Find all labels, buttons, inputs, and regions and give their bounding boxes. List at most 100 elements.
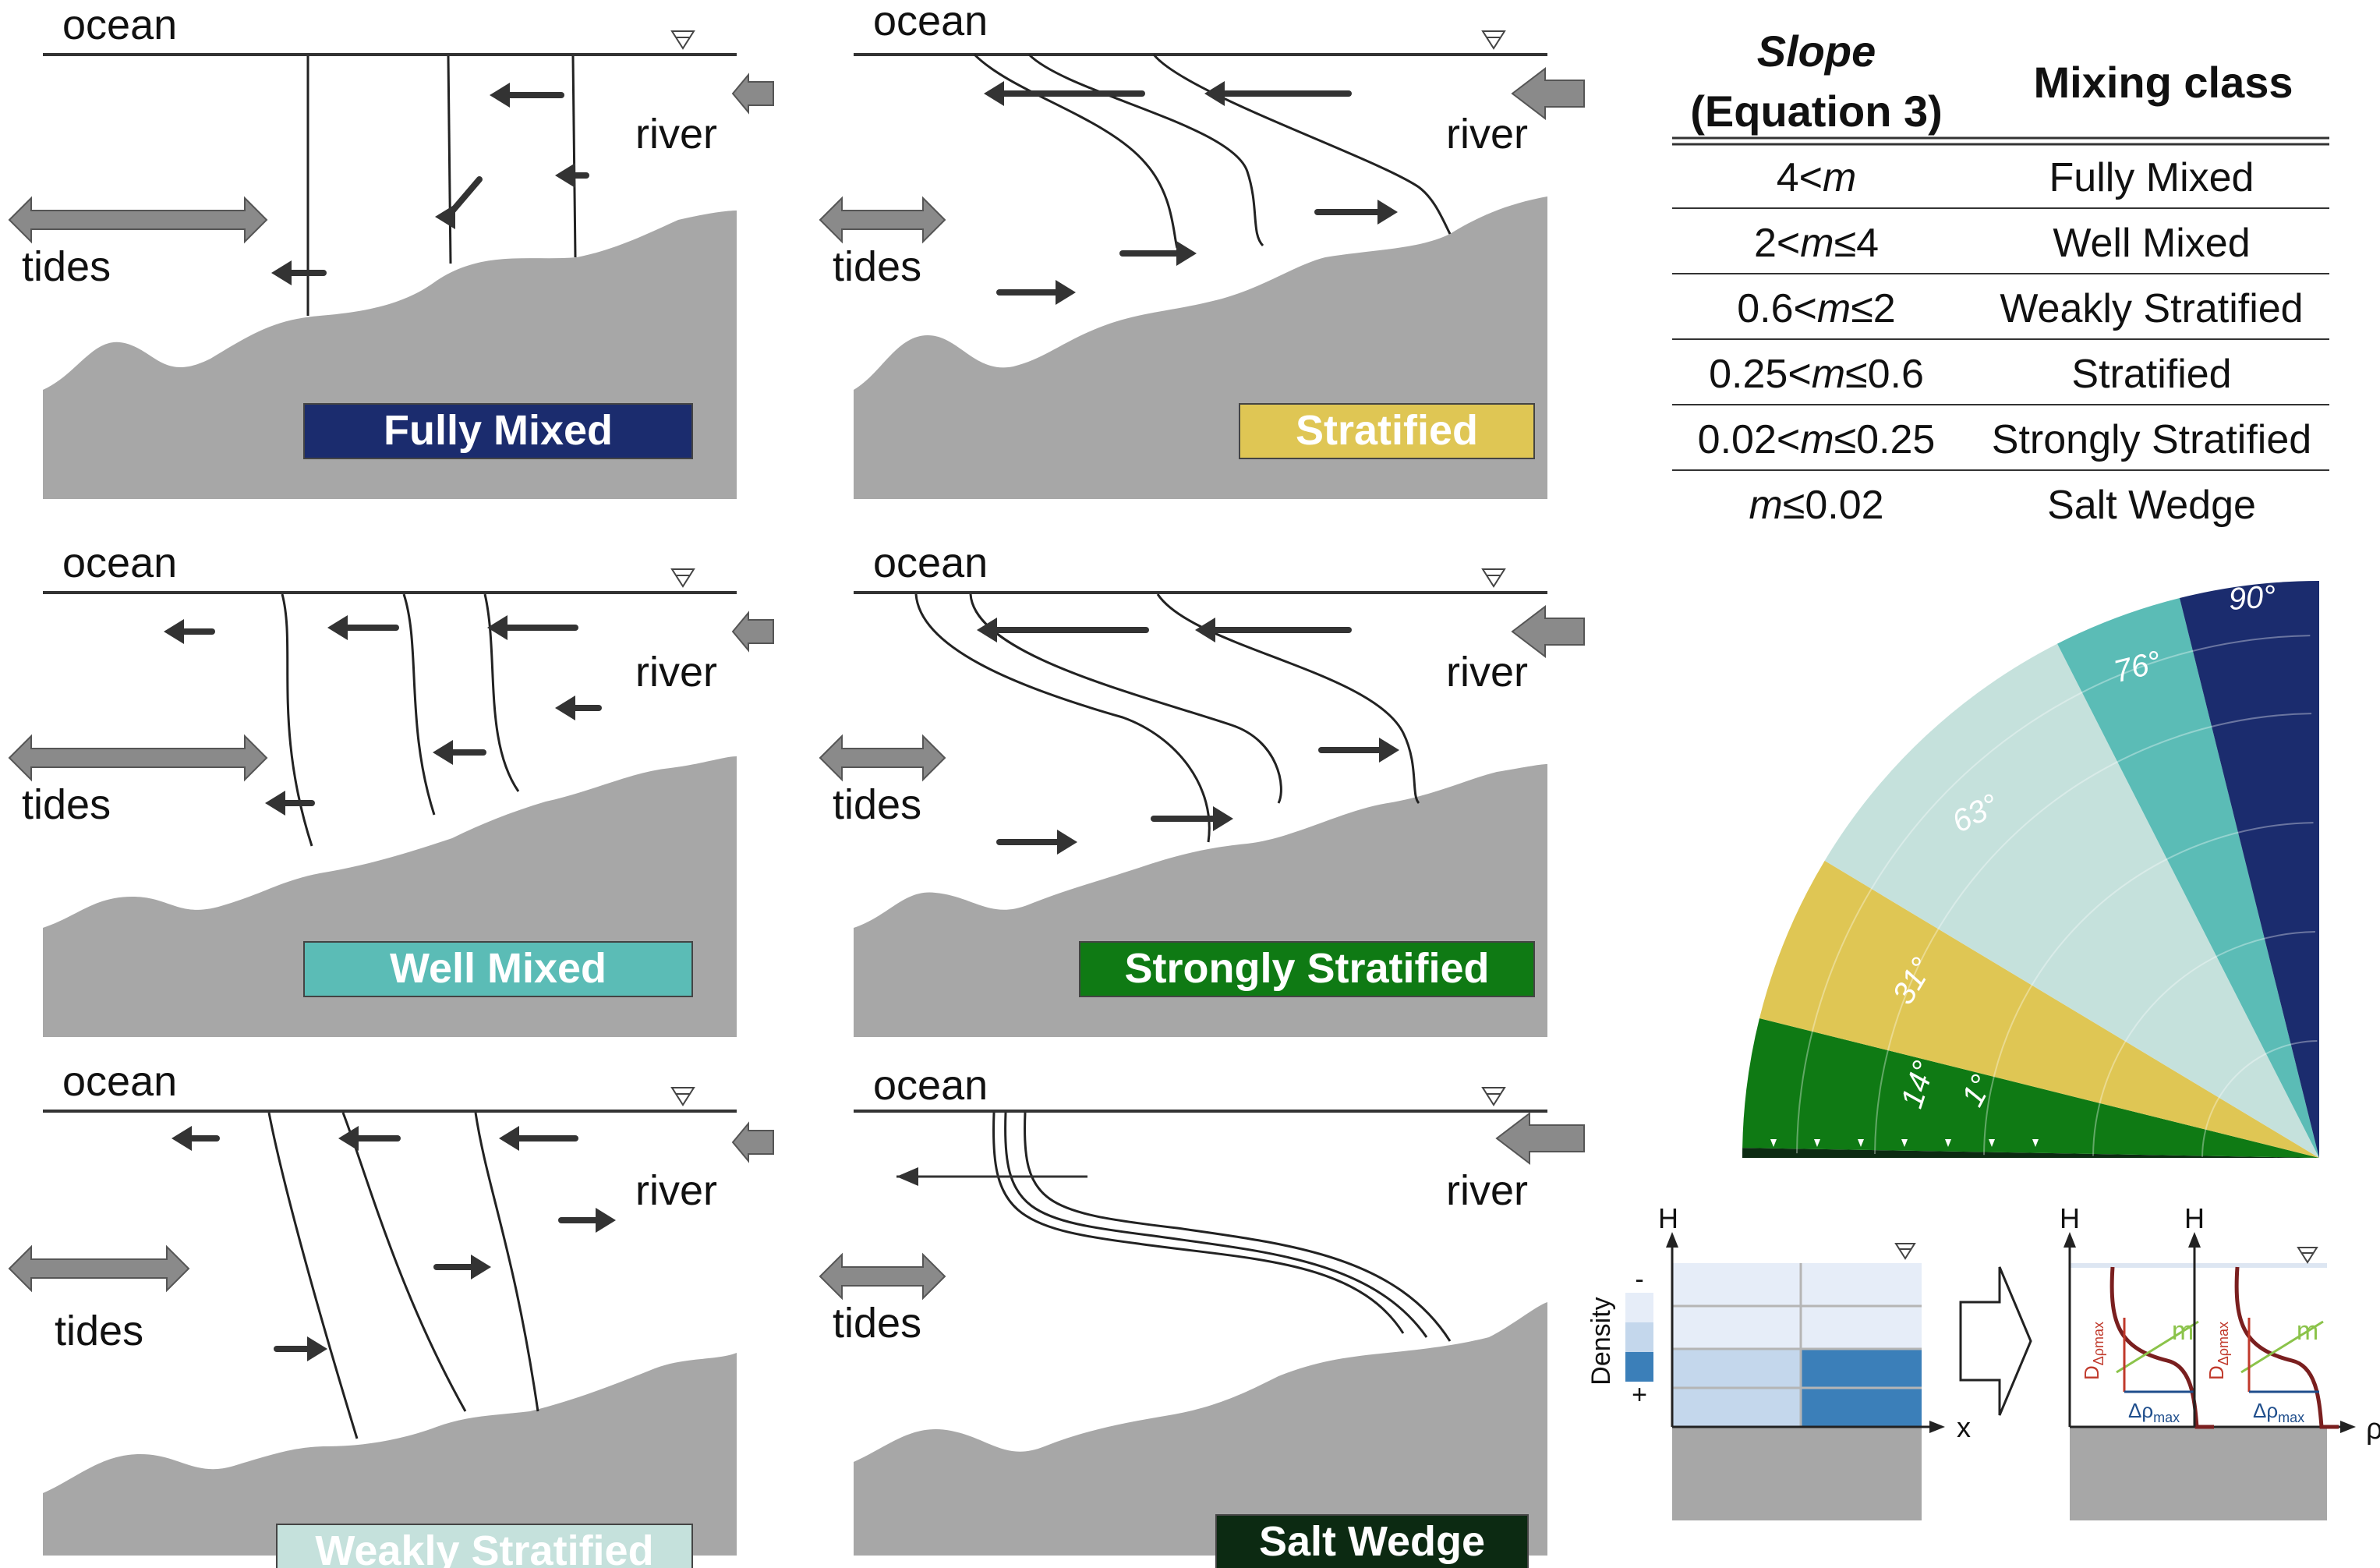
table-header-class: Mixing class: [2033, 58, 2293, 107]
seabed-ground: [1672, 1427, 1922, 1520]
flow-arrowhead-icon: [977, 618, 997, 642]
tides-label: tides: [833, 1300, 921, 1347]
mixing-class-box: [303, 941, 693, 997]
river-label: river: [1446, 111, 1528, 158]
flow-arrowhead-icon: [984, 81, 1004, 106]
mixing-class-label: Well Mixed: [390, 945, 606, 992]
flow-arrowhead-icon: [499, 1126, 519, 1151]
angle-sector: [2179, 581, 2319, 1158]
y-axis-arrow-icon: [1666, 1232, 1678, 1248]
flow-arrowhead-icon: [596, 1208, 616, 1233]
table-cell-slope: 2<m≤4: [1754, 221, 1879, 266]
angle-sector: [1742, 1148, 2319, 1158]
d-label: DΔρmax: [2205, 1322, 2231, 1380]
tides-double-arrow-icon: [8, 1244, 190, 1293]
angle-arc-guide: [2201, 1040, 2318, 1157]
density-profile-curve: [2109, 1266, 2214, 1429]
mixing-class-box: [1239, 403, 1535, 459]
isohaline-line: [474, 1112, 539, 1412]
river-flow-arrow-icon: [1511, 604, 1585, 659]
flow-arrowhead-icon: [271, 260, 292, 285]
flow-arrowhead-icon: [1176, 241, 1197, 266]
tides-label: tides: [833, 781, 921, 828]
table-cell-class: Stratified: [2071, 352, 2231, 397]
table-cell-class: Weakly Stratified: [2000, 286, 2303, 331]
legend-swatch-mid: [1625, 1322, 1653, 1352]
isohaline-line: [341, 1112, 467, 1412]
water-level-triangle-icon: [1894, 1243, 1916, 1260]
flow-arrowhead-icon: [555, 696, 575, 720]
isohaline-line: [969, 593, 1282, 804]
flow-arrowhead-icon: [1213, 806, 1233, 831]
table-cell-class: Fully Mixed: [2049, 155, 2254, 200]
tides-double-arrow-icon: [819, 196, 946, 244]
mixing-class-label: Weakly Stratified: [315, 1527, 653, 1568]
table-header-equation: (Equation 3): [1690, 87, 1943, 136]
isohaline-line: [1024, 1112, 1452, 1342]
angle-tick-icon: [1858, 1139, 1864, 1147]
h-axis-label: H: [2184, 1202, 2205, 1234]
surface-outflow-arrowhead-icon: [896, 1167, 918, 1186]
tides-label: tides: [22, 781, 111, 828]
table-cell-slope: m≤0.02: [1749, 483, 1883, 528]
legend-swatch-high: [1625, 1352, 1653, 1382]
river-label: river: [635, 111, 717, 158]
flow-arrowhead-icon: [338, 1126, 359, 1151]
angle-arc-guide: [1874, 713, 2312, 1155]
isohaline-line: [402, 593, 436, 816]
water-level-triangle-icon: [670, 568, 695, 588]
flow-arrowhead-icon: [471, 1255, 491, 1280]
isohaline-line: [1156, 593, 1420, 805]
flow-arrowhead-icon: [307, 1336, 327, 1361]
isohaline-line: [267, 1112, 359, 1439]
density-plus-label: +: [1632, 1380, 1647, 1410]
seabed-ground: [854, 1302, 1547, 1556]
water-level-triangle-icon: [1481, 30, 1506, 50]
isohaline-line: [1004, 1112, 1428, 1338]
river-label: river: [1446, 649, 1528, 696]
h-axis-arrow-icon: [2188, 1232, 2201, 1248]
table-cell-slope: 0.02<m≤0.25: [1698, 417, 1936, 462]
flow-arrowhead-icon: [172, 1126, 192, 1151]
slope-angle-chart: 1°14°31°63°76°90°: [1742, 579, 2319, 1158]
x-axis-arrow-icon: [1929, 1421, 1945, 1433]
flow-arrowhead-icon: [1056, 280, 1076, 305]
table-row: 0.25<m≤0.6 Stratified: [1672, 352, 2329, 405]
river-flow-arrow-icon: [731, 1121, 774, 1163]
m-label: m: [2297, 1316, 2318, 1346]
tides-label: tides: [833, 243, 921, 290]
rho-axis-label: ρ: [2366, 1413, 2380, 1446]
flow-arrowhead-icon: [265, 791, 285, 816]
isohaline-line: [914, 593, 1211, 843]
isohaline-line: [1027, 53, 1264, 247]
mixing-class-box: [276, 1524, 693, 1568]
angle-tick-icon: [1814, 1139, 1820, 1147]
slope-line: [2240, 1320, 2324, 1374]
density-grid-diagram: Hx-+Density: [1586, 1202, 1971, 1520]
tides-label: tides: [55, 1308, 143, 1354]
tides-double-arrow-icon: [8, 734, 268, 782]
flow-arrowhead-icon: [487, 615, 507, 640]
mixing-class-box: [1215, 1514, 1529, 1568]
river-flow-arrow-icon: [731, 73, 774, 115]
table-cell-slope: 0.25<m≤0.6: [1709, 352, 1924, 397]
h-axis-label: H: [1658, 1202, 1678, 1234]
h-axis-label: H: [2060, 1202, 2080, 1234]
angle-sector: [2057, 597, 2319, 1158]
river-label: river: [1446, 1167, 1528, 1214]
tides-double-arrow-icon: [8, 196, 268, 244]
h-axis-arrow-icon: [2063, 1232, 2076, 1248]
angle-tick-icon: [2032, 1139, 2039, 1147]
